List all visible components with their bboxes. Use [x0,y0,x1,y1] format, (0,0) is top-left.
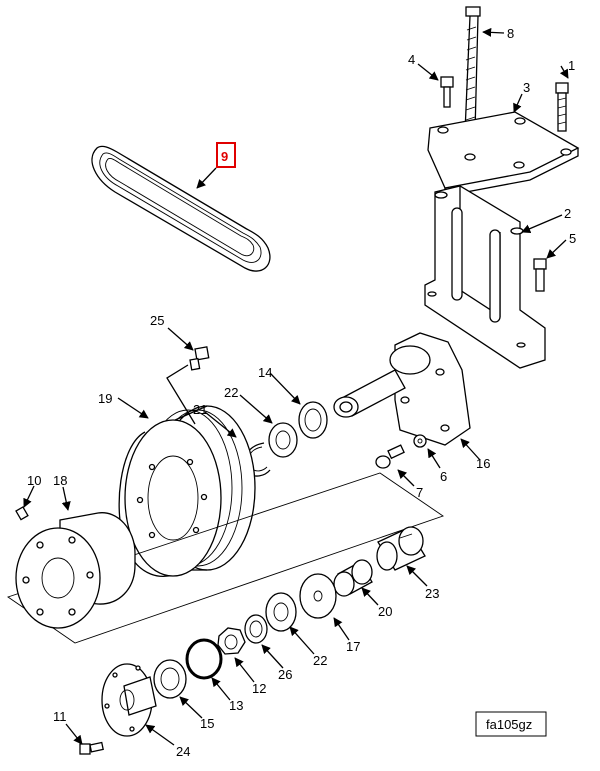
callout-17: 17 [346,639,360,654]
callout-22-lower: 22 [313,653,327,668]
set-screw [15,506,29,521]
callout-23: 23 [425,586,439,601]
callout-25: 25 [150,313,164,328]
callout-labels: 1 2 3 4 5 6 7 8 9 10 11 12 13 14 15 16 1… [27,26,576,759]
callout-19: 19 [98,391,112,406]
callout-11: 11 [53,709,67,724]
callout-10: 10 [27,473,41,488]
callout-9-highlighted: 9 [221,149,228,164]
spindle-housing [333,332,471,446]
callout-2: 2 [564,206,571,221]
callout-1: 1 [568,58,575,73]
figure-code: fa105gz [486,717,532,732]
bearing-22-upper [268,422,298,458]
washer-26 [244,614,268,644]
pulley [118,405,256,577]
callout-16: 16 [476,456,490,471]
callout-4: 4 [408,52,415,67]
callout-21: 21 [193,402,207,417]
bracket-body [424,185,546,369]
highlight-box [216,142,236,168]
bolt-1 [555,82,569,132]
v-belt [91,145,271,272]
axle-flange [101,663,157,737]
mounting-plate [427,111,580,197]
spacer-tube [376,526,426,571]
callout-12: 12 [252,681,266,696]
callout-8: 8 [507,26,514,41]
seal [153,659,187,699]
bolt-11 [79,741,104,755]
sleeve [333,559,373,597]
callout-24: 24 [176,744,190,759]
callout-5: 5 [569,231,576,246]
callout-3: 3 [523,80,530,95]
bolt-25 [189,346,210,371]
callout-14: 14 [258,365,272,380]
callout-13: 13 [229,698,243,713]
nut [217,627,246,655]
bolt-5 [533,258,547,292]
callout-26: 26 [278,667,292,682]
callout-15: 15 [200,716,214,731]
callout-20: 20 [378,604,392,619]
callout-22-upper: 22 [224,385,238,400]
figure-code-tag: fa105gz [475,711,547,737]
bearing-14 [298,401,328,439]
bolt-7 [375,444,405,469]
washer-6 [413,434,427,448]
long-bolt [464,6,481,133]
hub [15,512,136,629]
small-bolt-4 [440,76,454,108]
washer-17 [299,573,337,619]
callout-7: 7 [416,485,423,500]
callout-18: 18 [53,473,67,488]
leader-lines [23,27,569,746]
o-ring [185,638,223,680]
bearing-22-lower [265,592,297,632]
callout-6: 6 [440,469,447,484]
